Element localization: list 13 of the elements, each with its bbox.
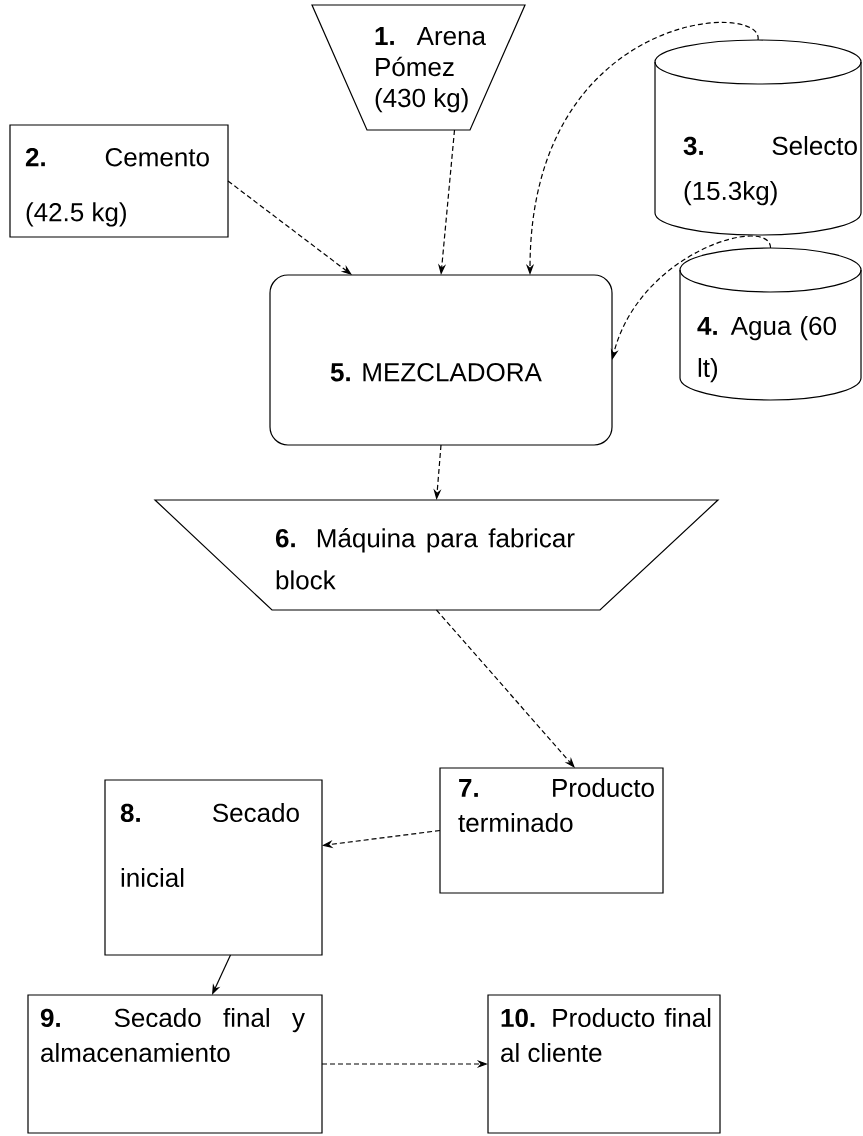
mixer-box: 5. MEZCLADORA [269,274,613,446]
storage-cylinder: 4. Agua (60 lt) [679,247,862,401]
process-box: 2. Cemento (42.5 kg) [9,124,229,238]
node-label: 3. Selecto (15.3kg) [683,136,857,206]
process-box: 10. Producto final al cliente [487,994,721,1134]
process-box: 9. Secado final y almacenamiento [27,994,323,1134]
hopper-trapezoid: 1. Arena Pómez (430 kg) [311,4,526,131]
process-box: 7. Producto terminado [439,767,664,894]
node-label: 4. Agua (60 lt) [697,316,836,383]
arrow [435,609,575,768]
process-box: 8. Secado inicial [104,779,323,956]
arrow [227,180,352,275]
storage-cylinder: 3. Selecto (15.3kg) [654,39,862,236]
